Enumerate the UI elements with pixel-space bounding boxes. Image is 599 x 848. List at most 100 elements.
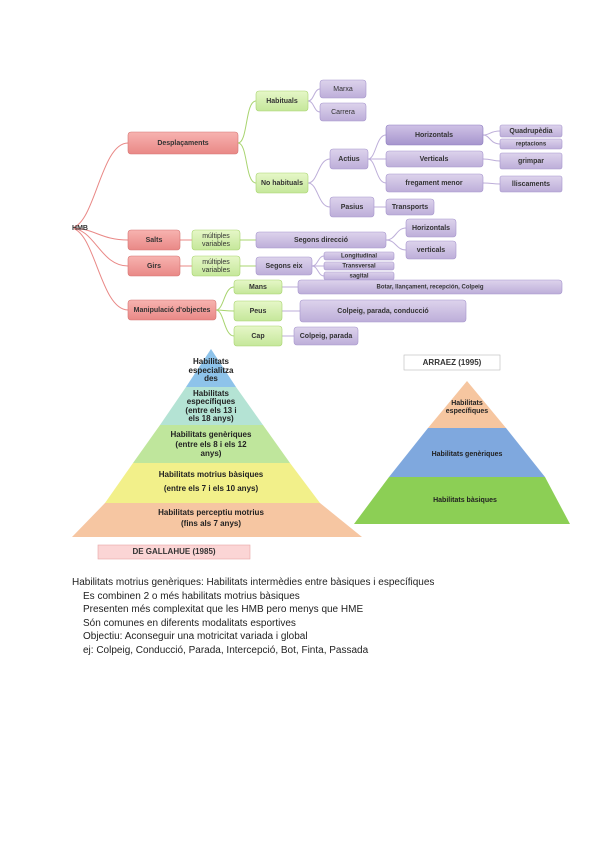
node-grimpar: grimpar — [499, 152, 563, 170]
svg-text:Habilitats: Habilitats — [193, 389, 230, 398]
svg-text:Mans: Mans — [249, 284, 267, 291]
svg-text:(entre els 8 i els 12: (entre els 8 i els 12 — [175, 440, 247, 449]
svg-text:Actius: Actius — [338, 156, 360, 163]
svg-text:Segons eix: Segons eix — [266, 263, 303, 270]
svg-text:ARRAEZ (1995): ARRAEZ (1995) — [423, 358, 482, 367]
node-quadrupedia: Quadrupèdia — [499, 124, 563, 138]
svg-text:Habilitats genèriques: Habilitats genèriques — [171, 430, 252, 439]
svg-text:Peus: Peus — [250, 308, 267, 315]
svg-text:específiques: específiques — [446, 408, 489, 415]
node-marxa: Marxa — [319, 79, 367, 99]
svg-text:Girs: Girs — [147, 263, 161, 270]
node-segons-direccio: Segons direcció — [255, 231, 387, 249]
node-actius: Actius — [329, 148, 369, 170]
gallahue-pyramid: Habilitats especialitza des Habilitats e… — [72, 349, 362, 537]
svg-text:Marxa: Marxa — [333, 86, 353, 93]
svg-text:No habituals: No habituals — [261, 180, 303, 187]
svg-text:Colpeig, parada, conducció: Colpeig, parada, conducció — [337, 308, 428, 315]
svg-text:específiques: específiques — [187, 397, 236, 406]
node-manipulacio: Manipulació d'objectes — [127, 299, 217, 321]
node-habituals: Habituals — [255, 90, 309, 112]
svg-text:des: des — [204, 374, 218, 383]
node-transports: Transports — [385, 198, 435, 216]
node-cap-desc: Colpeig, parada — [293, 326, 359, 346]
svg-text:Salts: Salts — [146, 237, 163, 244]
svg-text:Habilitats perceptiu motrius: Habilitats perceptiu motrius — [158, 508, 264, 517]
node-cap: Cap — [233, 325, 283, 347]
svg-text:sagital: sagital — [349, 274, 368, 280]
svg-text:els 18 anys): els 18 anys) — [188, 414, 234, 423]
node-horizontals-salt: Horizontals — [405, 218, 457, 238]
svg-text:Manipulació d'objectes: Manipulació d'objectes — [134, 307, 211, 314]
node-lliscaments: lliscaments — [499, 175, 563, 193]
notes-section: Habilitats motrius genèriques: Habilitat… — [72, 576, 572, 658]
svg-text:múltiples: múltiples — [202, 259, 230, 266]
node-salts-multiples: múltiples variables — [191, 229, 241, 251]
node-verticals: Verticals — [385, 150, 484, 168]
svg-text:variables: variables — [202, 267, 231, 274]
svg-text:Segons direcció: Segons direcció — [294, 237, 348, 244]
svg-text:lliscaments: lliscaments — [512, 181, 550, 188]
svg-text:Verticals: Verticals — [420, 156, 449, 163]
node-horizontals: Horizontals — [385, 124, 484, 146]
svg-text:Horizontals: Horizontals — [412, 225, 450, 232]
node-pasius: Pasius — [329, 196, 375, 218]
notes-heading: Habilitats motrius genèriques: Habilitat… — [72, 577, 435, 588]
svg-text:DE GALLAHUE (1985): DE GALLAHUE (1985) — [132, 547, 215, 556]
node-carrera: Carrera — [319, 102, 367, 122]
svg-text:Desplaçaments: Desplaçaments — [157, 140, 208, 147]
notes-item: Són comunes en diferents modalitats espo… — [83, 617, 296, 629]
svg-text:Pasius: Pasius — [341, 204, 364, 211]
node-mans: Mans — [233, 279, 283, 295]
svg-text:Horizontals: Horizontals — [415, 132, 453, 139]
notes-item: Es combinen 2 o més habilitats motrius b… — [83, 590, 300, 602]
diagram-image: HMB Desplaçaments Habituals Marxa Carrer… — [60, 79, 570, 560]
node-no-habituals: No habituals — [255, 172, 309, 194]
svg-text:(entre els 7 i els 10 anys): (entre els 7 i els 10 anys) — [164, 484, 259, 493]
node-sagital: sagital — [323, 271, 395, 281]
node-desplacaments: Desplaçaments — [127, 131, 239, 155]
arraez-caption: ARRAEZ (1995) — [403, 354, 501, 371]
node-fregament-menor: fregament menor — [385, 173, 484, 193]
svg-text:Colpeig, parada: Colpeig, parada — [300, 333, 353, 340]
svg-text:Habilitats bàsiques: Habilitats bàsiques — [433, 497, 497, 504]
node-peus: Peus — [233, 300, 283, 322]
svg-text:Habilitats genèriques: Habilitats genèriques — [432, 451, 503, 458]
svg-text:(entre els 13 i: (entre els 13 i — [185, 406, 236, 415]
svg-text:Habituals: Habituals — [266, 98, 298, 105]
tree-root-hmb: HMB — [60, 214, 88, 242]
svg-text:Transports: Transports — [392, 204, 428, 211]
svg-text:reptacions: reptacions — [516, 142, 547, 148]
svg-text:Quadrupèdia: Quadrupèdia — [509, 128, 552, 135]
svg-text:(fins als 7 anys): (fins als 7 anys) — [181, 519, 241, 528]
svg-text:Longitudinal: Longitudinal — [341, 254, 377, 260]
gallahue-caption: DE GALLAHUE (1985) — [97, 544, 251, 560]
svg-text:Transversal: Transversal — [342, 264, 376, 270]
node-girs: Girs — [127, 255, 181, 277]
svg-text:HMB: HMB — [72, 225, 88, 232]
node-transversal: Transversal — [323, 261, 395, 271]
svg-text:Habilitats motrius bàsiques: Habilitats motrius bàsiques — [159, 470, 264, 479]
node-longitudinal: Longitudinal — [323, 251, 395, 261]
notes-item: Presenten més complexitat que les HMB pe… — [83, 604, 364, 616]
svg-text:fregament menor: fregament menor — [405, 180, 462, 187]
svg-text:Habilitats: Habilitats — [451, 400, 483, 407]
node-girs-multiples: múltiples variables — [191, 255, 241, 277]
node-peus-desc: Colpeig, parada, conducció — [299, 299, 467, 323]
svg-text:especialitza: especialitza — [189, 366, 234, 375]
node-mans-desc: Botar, llançament, recepción, Colpeig — [297, 279, 563, 295]
node-salts: Salts — [127, 229, 181, 251]
svg-text:anys): anys) — [201, 449, 222, 458]
node-verticals-salt: verticals — [405, 240, 457, 260]
svg-text:grimpar: grimpar — [518, 158, 544, 165]
svg-text:Cap: Cap — [251, 333, 264, 340]
svg-text:múltiples: múltiples — [202, 233, 230, 240]
svg-text:variables: variables — [202, 241, 231, 248]
svg-text:Carrera: Carrera — [331, 109, 355, 116]
notes-item: Objectiu: Aconseguir una motricitat vari… — [83, 631, 308, 643]
svg-text:Habilitats: Habilitats — [193, 357, 230, 366]
svg-text:verticals: verticals — [417, 247, 446, 254]
node-segons-eix: Segons eix — [255, 256, 313, 276]
arraez-pyramid: Habilitats específiques Habilitats genèr… — [354, 381, 570, 524]
notes-item: ej: Colpeig, Conducció, Parada, Intercep… — [83, 644, 369, 656]
